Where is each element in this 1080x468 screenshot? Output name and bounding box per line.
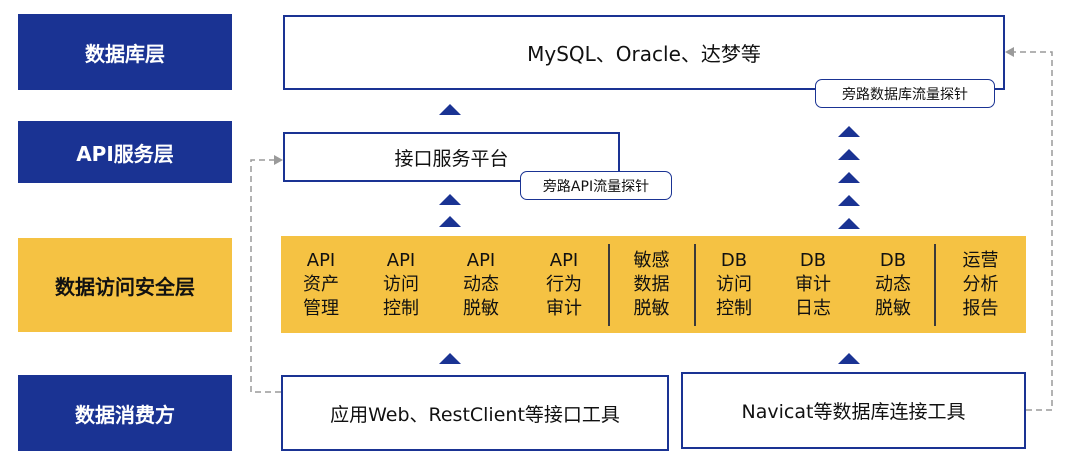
layer-label-consumer: 数据消费方: [18, 375, 232, 451]
security-divider-3: [934, 244, 936, 326]
connector-arrowhead-api: [274, 155, 283, 165]
security-item-db-access: DB 访问 控制: [716, 249, 752, 319]
security-item-ops-report: 运营 分析 报告: [962, 249, 999, 319]
arrow-up-sec-to-api-2: [439, 216, 461, 227]
consumer-app-tools-box: 应用Web、RestClient等接口工具: [281, 375, 669, 451]
api-platform-label: 接口服务平台: [394, 147, 509, 170]
arrow-up-consumer-to-sec-right: [838, 353, 860, 364]
arrow-up-sec-to-api-1: [439, 194, 461, 205]
security-divider-1: [608, 244, 610, 326]
arrow-up-api-to-db: [439, 104, 461, 115]
arrow-up-consumer-to-sec-left: [439, 353, 461, 364]
security-item-sensitive-masking: 敏感 数据 脱敏: [633, 249, 670, 319]
arrow-up-sec-to-db-2: [838, 149, 860, 160]
arrow-up-sec-to-db-5: [838, 218, 860, 229]
arrow-up-sec-to-db-1: [838, 126, 860, 137]
security-item-api-asset: API 资产 管理: [303, 249, 339, 319]
database-box-label: MySQL、Oracle、达梦等: [527, 42, 761, 66]
consumer-app-tools-label: 应用Web、RestClient等接口工具: [330, 403, 620, 426]
consumer-db-tools-box: Navicat等数据库连接工具: [681, 372, 1026, 449]
db-probe-tag: 旁路数据库流量探针: [815, 79, 995, 108]
security-item-db-audit: DB 审计 日志: [795, 249, 831, 319]
security-divider-2: [694, 244, 696, 326]
arrow-up-sec-to-db-4: [838, 195, 860, 206]
layer-label-api: API服务层: [18, 121, 232, 183]
arrow-up-sec-to-db-3: [838, 172, 860, 183]
security-item-db-masking: DB 动态 脱敏: [875, 249, 911, 319]
security-item-api-access: API 访问 控制: [383, 249, 419, 319]
connector-arrowhead-db: [1005, 47, 1014, 57]
security-band: API 资产 管理 API 访问 控制 API 动态 脱敏 API 行为 审计 …: [281, 236, 1026, 333]
security-item-api-masking: API 动态 脱敏: [463, 249, 499, 319]
connector-app-to-api: [250, 159, 281, 393]
consumer-db-tools-label: Navicat等数据库连接工具: [741, 401, 966, 423]
security-item-api-audit: API 行为 审计: [546, 249, 582, 319]
layer-label-database: 数据库层: [18, 14, 232, 90]
layer-label-security: 数据访问安全层: [18, 238, 232, 332]
database-box: MySQL、Oracle、达梦等: [283, 15, 1005, 90]
connector-navicat-to-db: [1010, 51, 1053, 411]
api-probe-tag: 旁路API流量探针: [520, 171, 672, 200]
